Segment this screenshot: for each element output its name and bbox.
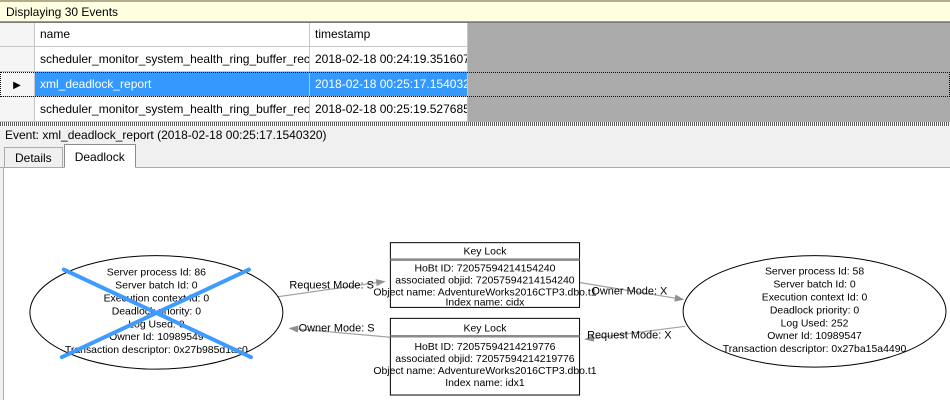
resource-top-line: associated objid: 72057594214154240	[395, 276, 575, 287]
events-count-bar: Displaying 30 Events	[0, 2, 950, 22]
resource-bottom-title: Key Lock	[463, 323, 507, 334]
edge-owner-s	[288, 325, 391, 338]
resource-node-top[interactable]: Key Lock HoBt ID: 72057594214154240 asso…	[373, 242, 597, 309]
event-name-cell[interactable]: scheduler_monitor_system_health_ring_buf…	[35, 97, 310, 122]
tab-details[interactable]: Details	[4, 147, 63, 167]
table-row[interactable]: scheduler_monitor_system_health_ring_buf…	[0, 47, 950, 72]
edge-label-owner-x: Owner Mode: X	[591, 285, 668, 297]
resource-bottom-line: Object name: AdventureWorks2016CTP3.dbo.…	[373, 366, 596, 377]
process-left-line: Transaction descriptor: 0x27b985d1ac0	[65, 345, 248, 356]
process-node-right[interactable]: Server process Id: 58 Server batch Id: 0…	[682, 255, 947, 368]
resource-top-line: Object name: AdventureWorks2016CTP3.dbo.…	[373, 287, 596, 298]
resource-top-title: Key Lock	[463, 247, 507, 258]
resource-top-line: Index name: cidx	[446, 297, 526, 308]
resource-bottom-line: Index name: idx1	[445, 378, 525, 389]
column-header-timestamp[interactable]: timestamp	[310, 23, 468, 47]
tab-deadlock[interactable]: Deadlock	[63, 144, 136, 168]
row-selector-header	[0, 23, 35, 47]
resource-bottom-line: HoBt ID: 72057594214219776	[414, 342, 555, 353]
table-row[interactable]: scheduler_monitor_system_health_ring_buf…	[0, 97, 950, 122]
selected-event-bar: Event: xml_deadlock_report (2018-02-18 0…	[0, 126, 950, 142]
victim-cross-icon	[59, 267, 253, 360]
process-right-line: Server batch Id: 0	[773, 279, 856, 290]
process-right-line: Execution context Id: 0	[762, 292, 868, 303]
edge-request-s	[272, 279, 386, 299]
event-name-cell[interactable]: xml_deadlock_report	[35, 72, 310, 97]
events-count-label: Displaying 30 Events	[6, 5, 119, 19]
process-right-line: Log Used: 252	[781, 318, 849, 329]
edge-label-owner-s: Owner Mode: S	[299, 322, 375, 334]
process-right-line: Server process Id: 58	[765, 267, 864, 278]
process-right-line: Deadlock priority: 0	[770, 305, 860, 316]
graph-edges	[272, 279, 686, 342]
grid-header-filler	[468, 23, 950, 47]
resource-node-bottom[interactable]: Key Lock HoBt ID: 72057594214219776 asso…	[373, 317, 597, 396]
event-timestamp-cell[interactable]: 2018-02-18 00:24:19.3516078	[310, 47, 468, 72]
pane-splitter-handle[interactable]	[0, 122, 950, 126]
grid-row-filler	[468, 72, 950, 97]
selected-event-label: Event: xml_deadlock_report (2018-02-18 0…	[5, 128, 327, 142]
process-left-line: Server batch Id: 0	[115, 280, 198, 291]
process-right-line: Owner Id: 10989547	[767, 331, 862, 342]
process-left-line: Execution context Id: 0	[104, 293, 210, 304]
resource-bottom-line: associated objid: 72057594214219776	[395, 354, 575, 365]
resource-top-line: HoBt ID: 72057594214154240	[414, 264, 555, 275]
process-left-line: Server process Id: 86	[107, 268, 206, 279]
edge-label-request-s: Request Mode: S	[289, 279, 374, 291]
column-header-name[interactable]: name	[35, 23, 310, 47]
table-row-selected[interactable]: ▶ xml_deadlock_report 2018-02-18 00:25:1…	[0, 72, 950, 97]
process-left-line: Log Used: 0	[128, 319, 184, 330]
row-selector-cell[interactable]: ▶	[0, 72, 35, 97]
deadlock-graph: Server process Id: 86 Server batch Id: 0…	[29, 242, 947, 396]
event-timestamp-cell[interactable]: 2018-02-18 00:25:19.5276859	[310, 97, 468, 122]
deadlock-graph-pane: Server process Id: 86 Server batch Id: 0…	[3, 168, 950, 400]
row-selector-cell[interactable]	[0, 47, 35, 72]
grid-row-filler	[468, 47, 950, 72]
event-name-cell[interactable]: scheduler_monitor_system_health_ring_buf…	[35, 47, 310, 72]
selected-row-arrow-icon: ▶	[13, 80, 21, 91]
detail-tabs: Details Deadlock	[0, 142, 950, 168]
process-right-line: Transaction descriptor: 0x27ba15a4490	[723, 344, 907, 355]
process-left-line: Owner Id: 10989549	[109, 332, 204, 343]
edge-label-request-x: Request Mode: X	[587, 329, 672, 341]
events-grid: name timestamp scheduler_monitor_system_…	[0, 22, 950, 122]
row-selector-cell[interactable]	[0, 97, 35, 122]
process-node-victim[interactable]: Server process Id: 86 Server batch Id: 0…	[29, 255, 284, 370]
edge-owner-x	[579, 281, 685, 302]
grid-header-row: name timestamp	[0, 23, 950, 47]
window-top-edge	[0, 0, 950, 2]
edge-request-x	[584, 325, 686, 342]
grid-row-filler	[468, 97, 950, 122]
event-timestamp-cell[interactable]: 2018-02-18 00:25:17.1540320	[310, 72, 468, 97]
